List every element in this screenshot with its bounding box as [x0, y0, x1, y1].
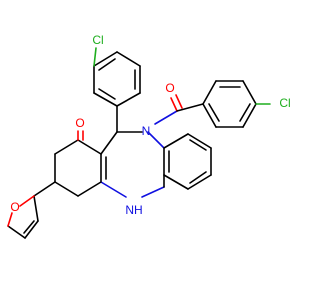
bond	[24, 220, 39, 239]
bond	[54, 181, 79, 197]
benzo-ring	[163, 133, 212, 190]
bond	[242, 80, 257, 105]
bond	[187, 174, 212, 190]
bond	[189, 139, 207, 151]
molecule-canvas: Cl Cl O O N NH O	[7, 33, 291, 239]
structure-diagram: Cl Cl O O N NH O	[7, 33, 291, 239]
bond	[100, 131, 118, 155]
bond	[93, 47, 97, 67]
oxygen-atom-label: O	[75, 116, 84, 130]
bond	[33, 195, 39, 222]
top-chlorophenyl-ring	[93, 47, 141, 107]
bond	[116, 92, 141, 107]
bond	[77, 181, 102, 197]
bond	[189, 171, 207, 184]
bond	[187, 133, 212, 149]
bond	[93, 51, 118, 67]
bond	[116, 51, 141, 67]
diazepine-ring	[100, 131, 165, 198]
bond	[170, 97, 178, 112]
chlorine-atom-label: Cl	[92, 33, 103, 47]
bond	[163, 133, 189, 149]
bond	[154, 110, 178, 125]
bond	[7, 225, 26, 239]
chlorobenzoyl-group	[154, 80, 271, 128]
bond	[163, 174, 189, 190]
bond	[93, 92, 118, 107]
nitrogen-atom-label: N	[142, 124, 151, 138]
bond	[176, 103, 204, 112]
bond	[242, 103, 257, 128]
oxygen-atom-label: O	[165, 81, 174, 95]
bond	[98, 58, 116, 71]
bond	[33, 181, 56, 197]
bond	[23, 220, 35, 234]
bond	[141, 186, 165, 198]
bond	[202, 80, 217, 105]
bond	[208, 103, 220, 122]
bond	[54, 139, 79, 155]
bond	[7, 212, 13, 227]
bond	[100, 181, 127, 198]
furan-ring	[7, 181, 56, 239]
nitrogen-hydrogen-label: NH	[125, 203, 142, 217]
bond	[98, 88, 116, 100]
bond	[147, 131, 165, 149]
oxygen-atom-label: O	[10, 200, 19, 214]
bond	[202, 103, 217, 128]
cyclohexenone-ring	[54, 130, 102, 197]
bond	[175, 94, 183, 109]
bond	[239, 103, 251, 122]
chlorine-atom-label: Cl	[279, 96, 290, 110]
bond	[77, 139, 102, 155]
bond	[19, 195, 35, 207]
